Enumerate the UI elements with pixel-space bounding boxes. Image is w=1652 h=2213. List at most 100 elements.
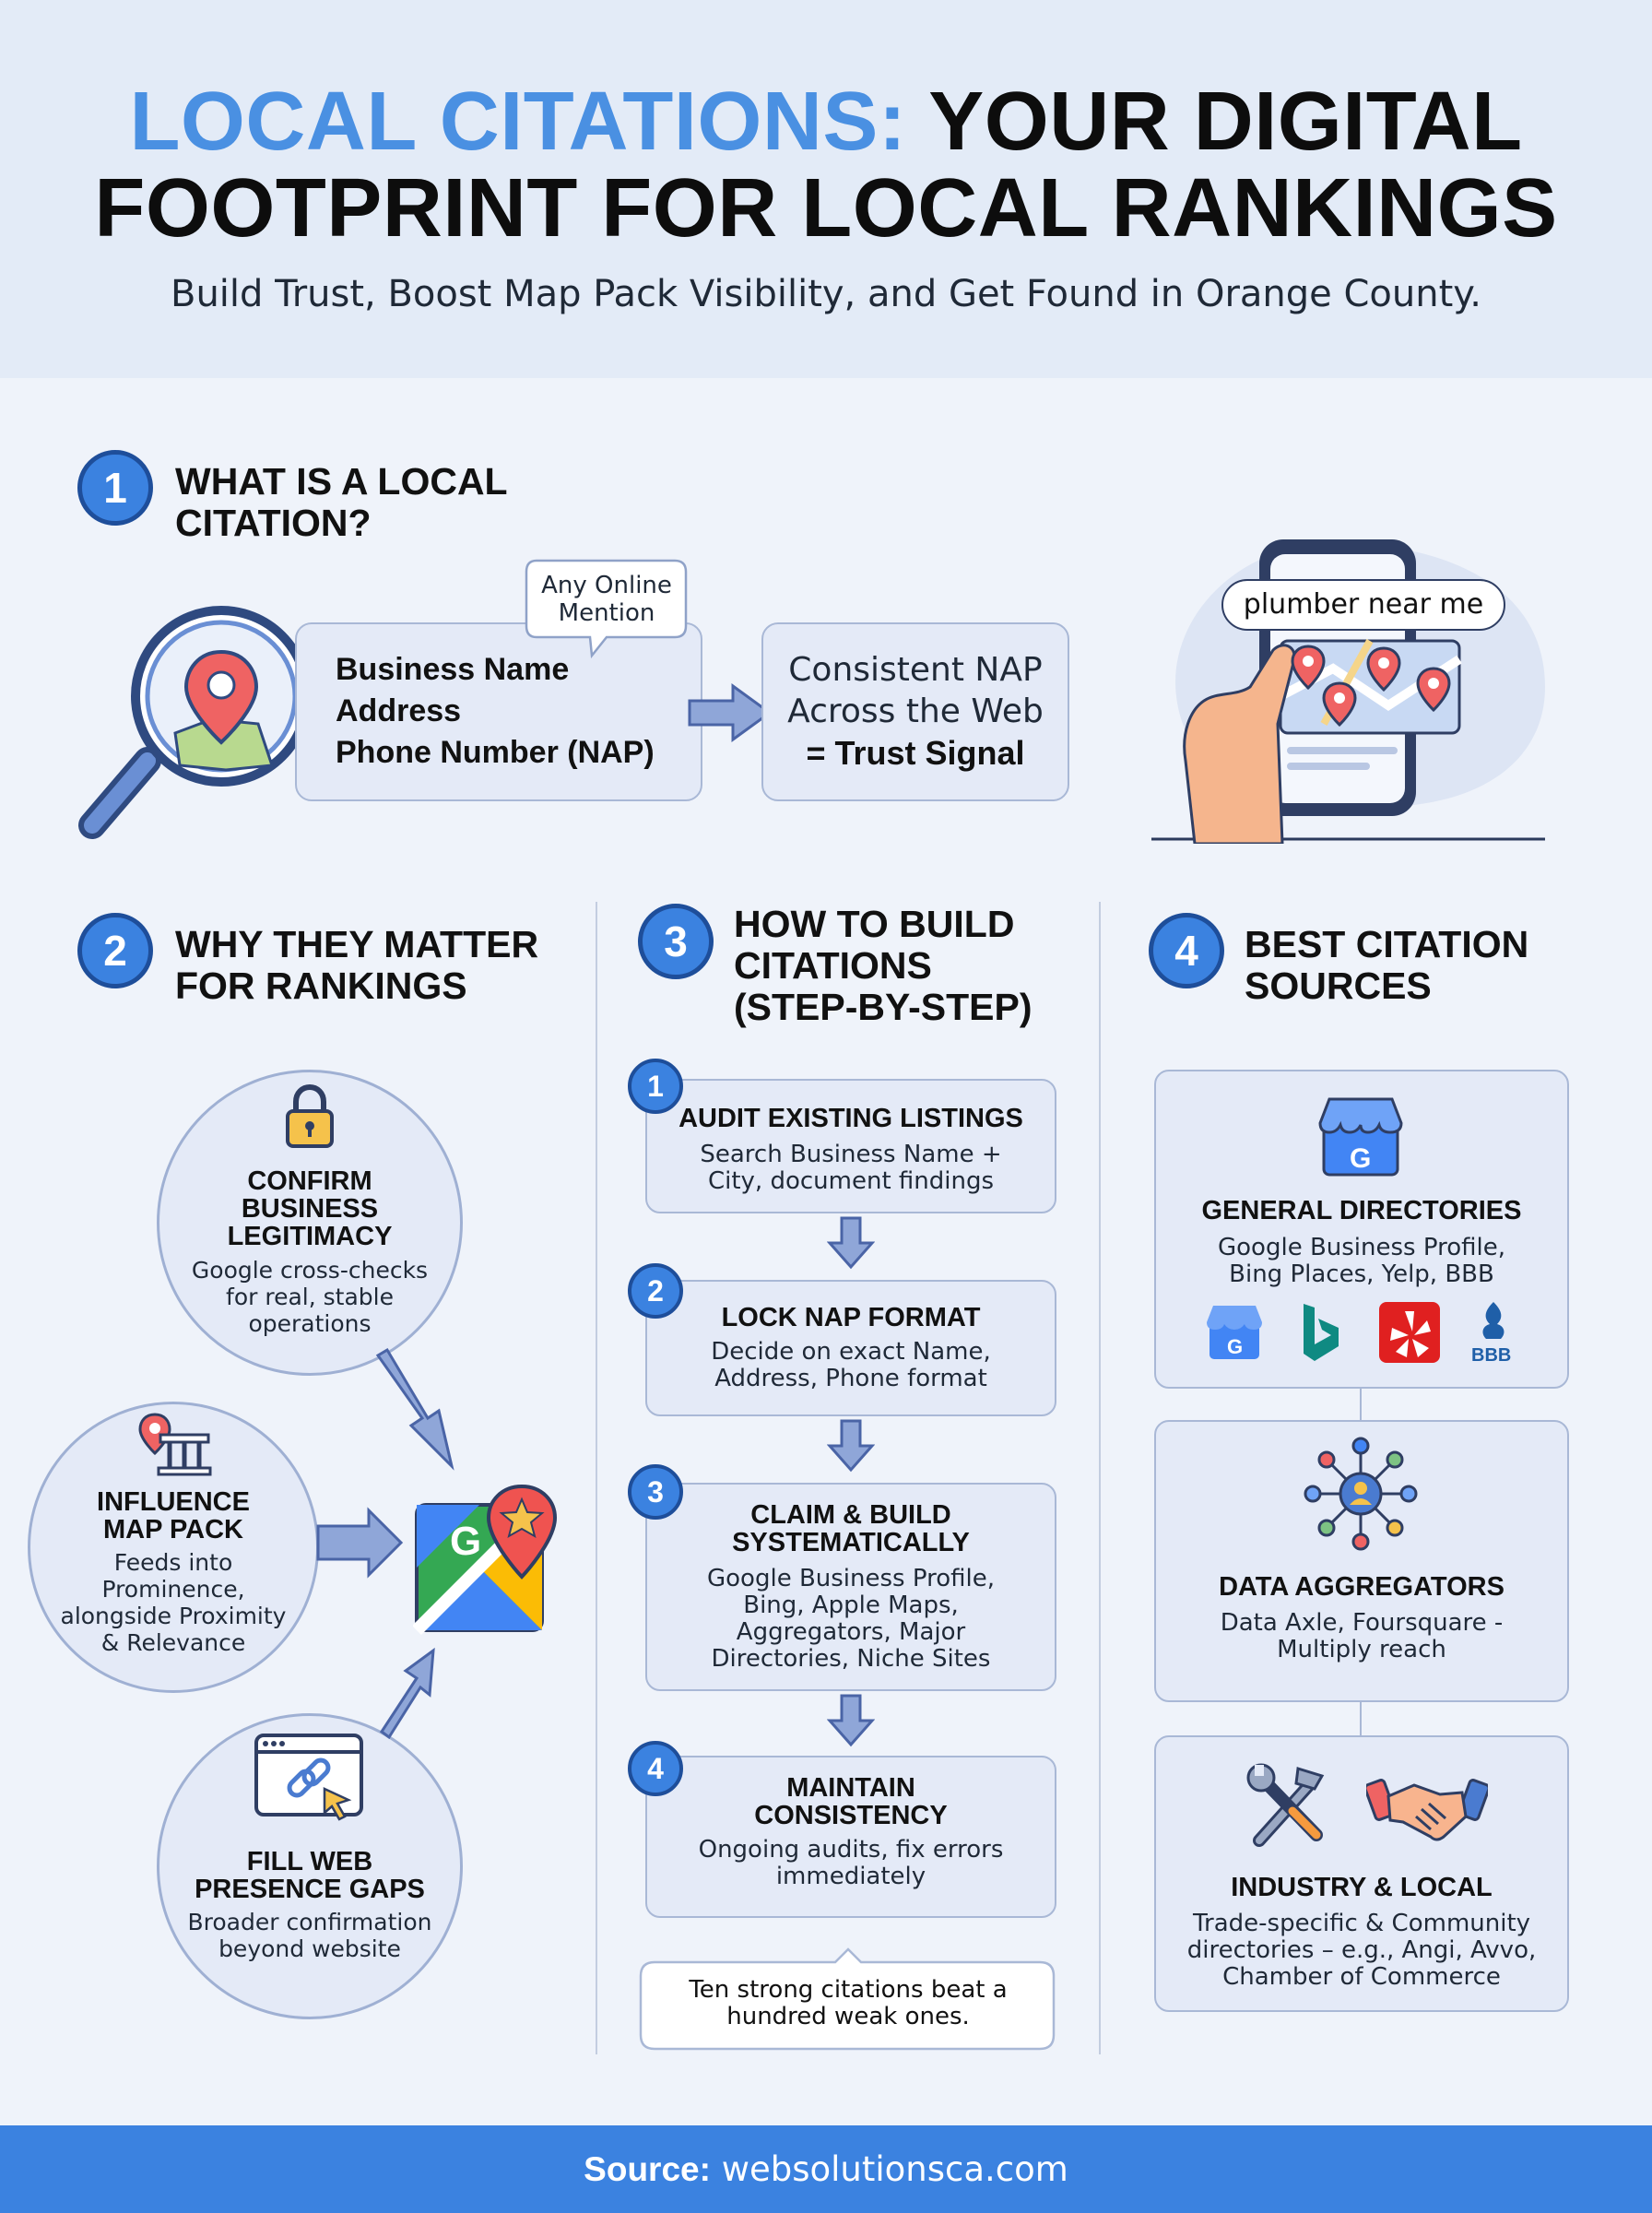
step-1-text: Search Business Name + City, document fi… (645, 1142, 1056, 1195)
section1-title: WHAT IS A LOCAL CITATION? (175, 461, 508, 544)
section4-title-line1: BEST CITATION (1245, 923, 1529, 965)
step-1-text-line2: City, document findings (707, 1167, 995, 1195)
general-directories-text-line2: Bing Places, Yelp, BBB (1229, 1260, 1494, 1288)
legitimacy-text-line1: Google cross-checks (191, 1257, 429, 1284)
data-network-icon (1304, 1437, 1418, 1551)
step-card-2 (645, 1280, 1056, 1416)
column-divider-right (1099, 902, 1101, 2054)
callout-line1: Ten strong citations beat a (689, 1976, 1008, 2004)
step-4-text: Ongoing audits, fix errors immediately (645, 1837, 1056, 1890)
data-aggregators-text: Data Axle, Foursquare - Multiply reach (1154, 1610, 1569, 1663)
map-pack-title: INFLUENCE MAP PACK (35, 1488, 312, 1544)
general-directories-text: Google Business Profile, Bing Places, Ye… (1154, 1235, 1569, 1288)
bing-logo-icon (1304, 1304, 1339, 1361)
result-line1: Consistent NAP (788, 651, 1043, 689)
speech-bubble-shape (525, 559, 688, 659)
section3-title-line2: CITATIONS (734, 944, 932, 987)
data-aggregators-text-line2: Multiply reach (1277, 1636, 1446, 1663)
data-aggregators-title: DATA AGGREGATORS (1219, 1572, 1504, 1602)
section1-title-line1: WHAT IS A LOCAL (175, 460, 508, 503)
section2-title-line2: FOR RANKINGS (175, 964, 467, 1007)
map-pack-text-line4: & Relevance (100, 1629, 246, 1656)
trust-signal-card (761, 622, 1069, 801)
industry-local-text: Trade-specific & Community directories –… (1154, 1911, 1569, 1991)
section4-title: BEST CITATION SOURCES (1245, 924, 1528, 1007)
step-badge-3: 3 (628, 1464, 683, 1520)
section3-number-badge: 3 (638, 904, 714, 979)
section2-title-line1: WHY THEY MATTER (175, 923, 539, 965)
speech-bubble-text: Any Online Mention (525, 572, 688, 627)
legitimacy-title-line2: BUSINESS (241, 1194, 379, 1224)
section3-title-line1: HOW TO BUILD (734, 903, 1015, 945)
industry-local-title: INDUSTRY & LOCAL (1231, 1873, 1493, 1902)
section3-title-line3: (STEP-BY-STEP) (734, 986, 1032, 1028)
trust-signal-text: Consistent NAP Across the Web = Trust Si… (761, 649, 1069, 774)
data-aggregators-text-line1: Data Axle, Foursquare - (1220, 1609, 1504, 1637)
page-subtitle: Build Trust, Boost Map Pack Visibility, … (171, 273, 1481, 315)
callout-line2: hundred weak ones. (726, 2003, 970, 2030)
browser-link-icon (254, 1734, 363, 1821)
google-business-store-icon: G (1318, 1097, 1403, 1177)
title-rest: YOUR DIGITAL (928, 76, 1523, 168)
logo-g-glyph: G (1227, 1335, 1243, 1358)
right-arrow-icon (688, 683, 773, 742)
web-gaps-title-line1: FILL WEB (246, 1847, 373, 1876)
handshake-icon (1366, 1779, 1488, 1841)
general-directories-text-line1: Google Business Profile, (1218, 1234, 1505, 1261)
tools-icon (1246, 1763, 1325, 1847)
web-gaps-title-line2: PRESENCE GAPS (195, 1875, 425, 1904)
source-card-industry (1154, 1735, 1569, 2012)
map-pack-text-line1: Feeds into (113, 1549, 233, 1576)
page-title-line2: FOOTPRINT FOR LOCAL RANKINGS (94, 162, 1558, 254)
industry-local-text-line3: Chamber of Commerce (1222, 1963, 1501, 1991)
search-query-pill: plumber near me (1221, 579, 1505, 631)
step-badge-1: 1 (628, 1059, 683, 1114)
result-line2: Across the Web (787, 692, 1044, 730)
phone-map-search-icon (1151, 539, 1545, 844)
section4-title-line2: SOURCES (1245, 964, 1432, 1007)
nap-list: Business Name Address Phone Number (NAP) (336, 649, 655, 774)
bubble-line1: Any Online (541, 572, 672, 599)
step-4-title: MAINTAIN CONSISTENCY (645, 1774, 1056, 1829)
step-3-title: CLAIM & BUILD SYSTEMATICALLY (645, 1501, 1056, 1556)
nap-card (295, 622, 702, 801)
bubble-line2: Mention (558, 599, 655, 627)
step-3-text-line4: Directories, Niche Sites (711, 1645, 991, 1673)
step-2-title: LOCK NAP FORMAT (721, 1303, 981, 1332)
step-3-text-line3: Aggregators, Major (736, 1618, 966, 1646)
footer-source-link[interactable]: websolutionsca.com (721, 2149, 1068, 2189)
section2-title: WHY THEY MATTER FOR RANKINGS (175, 924, 538, 1007)
section3-title: HOW TO BUILD CITATIONS (STEP-BY-STEP) (734, 904, 1032, 1028)
step-badge-4: 4 (628, 1741, 683, 1796)
bbb-logo-icon: BBB (1471, 1302, 1511, 1366)
source-connector-2 (1360, 1702, 1362, 1735)
step-4-title-line2: CONSISTENCY (754, 1801, 948, 1830)
pin-building-icon (138, 1413, 212, 1476)
step-4-title-line1: MAINTAIN (786, 1773, 915, 1803)
step-3-title-line2: SYSTEMATICALLY (732, 1528, 970, 1557)
map-pin-icon-3 (1366, 646, 1401, 692)
step-card-3 (645, 1483, 1056, 1691)
header-band (0, 0, 1652, 378)
web-gaps-text: Broader confirmation beyond website (171, 1909, 448, 1962)
google-business-logo-icon: G (1207, 1306, 1262, 1359)
map-pack-circle (28, 1402, 319, 1693)
step-4-text-line2: immediately (775, 1863, 926, 1890)
source-connector-1 (1360, 1389, 1362, 1420)
legitimacy-text-line2: for real, stable (226, 1284, 394, 1310)
map-pin-icon-4 (1416, 667, 1451, 713)
down-arrow-icon-3 (827, 1694, 875, 1747)
web-gaps-text-line2: beyond website (218, 1935, 401, 1962)
title-accent: LOCAL CITATIONS: (129, 76, 907, 168)
step-3-title-line1: CLAIM & BUILD (750, 1500, 951, 1530)
step-2-text-line2: Address, Phone format (714, 1365, 987, 1392)
google-maps-g-glyph: G (450, 1519, 481, 1564)
result-line3: = Trust Signal (806, 734, 1025, 772)
step-3-text: Google Business Profile, Bing, Apple Map… (645, 1566, 1056, 1673)
map-pin-icon-1 (1291, 645, 1326, 691)
magnifier-map-pin-icon (78, 606, 312, 839)
callout-bubble-shape (639, 1947, 1056, 2051)
down-arrow-icon-1 (827, 1216, 875, 1270)
step-card-4 (645, 1756, 1056, 1918)
step-badge-2: 2 (628, 1263, 683, 1319)
